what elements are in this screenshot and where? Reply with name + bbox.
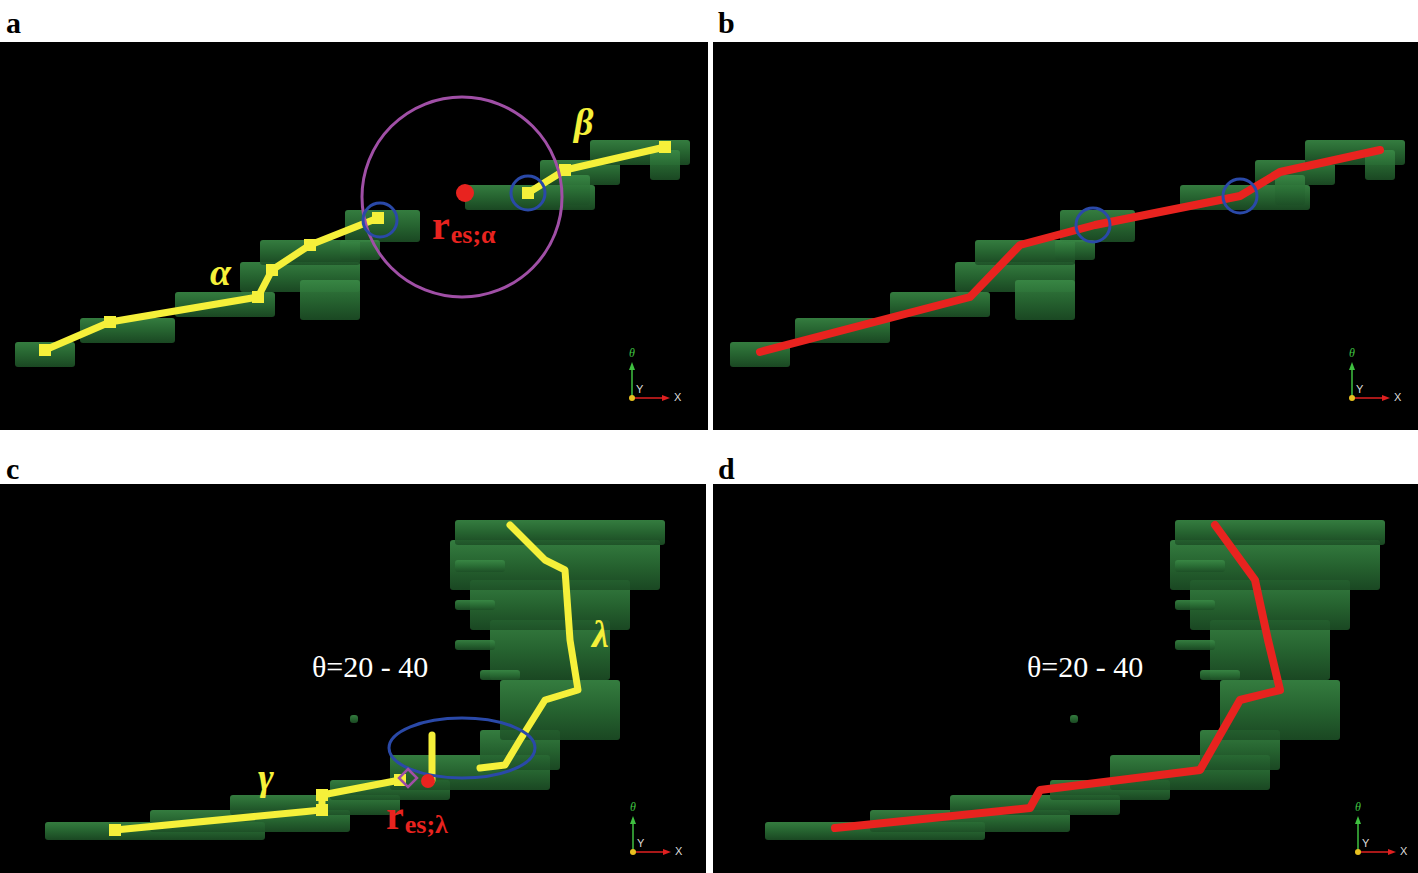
- vector-symbol: r: [386, 792, 404, 839]
- connected-path: [835, 525, 1280, 828]
- skeleton-path: [45, 218, 378, 350]
- path-vertex: [316, 804, 328, 816]
- path-vertex: [372, 212, 384, 224]
- axis-label: θ: [629, 346, 635, 361]
- volume-render: [1175, 520, 1385, 545]
- skeleton-path: [480, 525, 578, 768]
- panel-background: [0, 42, 708, 430]
- volume-render: [1175, 640, 1215, 650]
- volume-render: [350, 715, 358, 723]
- subscript: es;λ: [405, 810, 448, 840]
- panel-letter: c: [6, 452, 19, 486]
- junction-ellipse: [389, 718, 535, 778]
- volume-render: [455, 640, 495, 650]
- angle-range: θ=20 - 40: [1027, 650, 1143, 684]
- volume-render: [650, 150, 680, 180]
- path-vertex: [522, 187, 534, 199]
- path-label: γ: [258, 755, 274, 799]
- path-label: λ: [592, 612, 609, 656]
- axis-label: X: [675, 845, 682, 857]
- axis-label: Y: [1356, 383, 1363, 395]
- volume-render: [1175, 600, 1215, 610]
- axis-label: θ: [1355, 800, 1361, 815]
- subscript: es;α: [451, 220, 496, 250]
- panel-letter: d: [718, 452, 735, 486]
- skeleton-path: [528, 147, 665, 193]
- axis-triad: [1355, 816, 1396, 855]
- path-vertex: [316, 789, 328, 801]
- volume-render: [500, 680, 620, 740]
- skeleton-path: [429, 735, 436, 780]
- endpoint-circle: [1076, 208, 1110, 242]
- axis-label: θ: [1349, 346, 1355, 361]
- panel-background: [713, 484, 1418, 873]
- axis-label: X: [674, 391, 681, 403]
- panel-letter: b: [718, 6, 735, 40]
- path-vertex: [304, 239, 316, 251]
- volume-render: [15, 342, 75, 367]
- axis-triad: [630, 816, 671, 855]
- volume-render: [560, 175, 590, 205]
- panel-background: [713, 42, 1418, 430]
- endpoint-circle: [1223, 179, 1257, 213]
- volume-render: [1275, 175, 1305, 205]
- volume-render: [455, 600, 495, 610]
- axis-label: Y: [637, 837, 644, 849]
- angle-range: θ=20 - 40: [312, 650, 428, 684]
- volume-render: [1170, 540, 1380, 590]
- endpoint-circle: [511, 176, 545, 210]
- path-vertex: [252, 291, 264, 303]
- path-vertex: [104, 316, 116, 328]
- skeleton-path: [115, 780, 400, 830]
- path-vertex: [659, 141, 671, 153]
- path-vertex: [266, 264, 278, 276]
- volume-render: [480, 670, 520, 680]
- path-vertex: [39, 344, 51, 356]
- volume-render: [455, 560, 505, 572]
- axis-triad: [1349, 362, 1390, 401]
- axis-label: Y: [1362, 837, 1369, 849]
- search-radius: [362, 97, 562, 297]
- volume-render: [455, 520, 665, 545]
- axis-label: X: [1394, 391, 1401, 403]
- path-vertex: [109, 824, 121, 836]
- marker-diamond: [399, 769, 417, 787]
- axis-triad: [629, 362, 670, 401]
- volume-render: [1175, 560, 1225, 572]
- volume-render: [1200, 670, 1240, 680]
- volume-render: [1015, 280, 1075, 320]
- panel-letter: a: [6, 6, 21, 40]
- volume-render: [300, 280, 360, 320]
- endpoint-dot: [456, 184, 474, 202]
- axis-label: Y: [636, 383, 643, 395]
- connected-path: [760, 150, 1380, 352]
- path-label: α: [210, 250, 231, 294]
- axis-label: X: [1400, 845, 1407, 857]
- volume-render: [1070, 715, 1078, 723]
- endpoint-dot: [421, 774, 435, 788]
- path-label: β: [574, 100, 593, 144]
- vector-symbol: r: [432, 202, 450, 249]
- axis-label: θ: [630, 800, 636, 815]
- panel-background: [0, 484, 706, 873]
- endpoint-circle: [363, 203, 397, 237]
